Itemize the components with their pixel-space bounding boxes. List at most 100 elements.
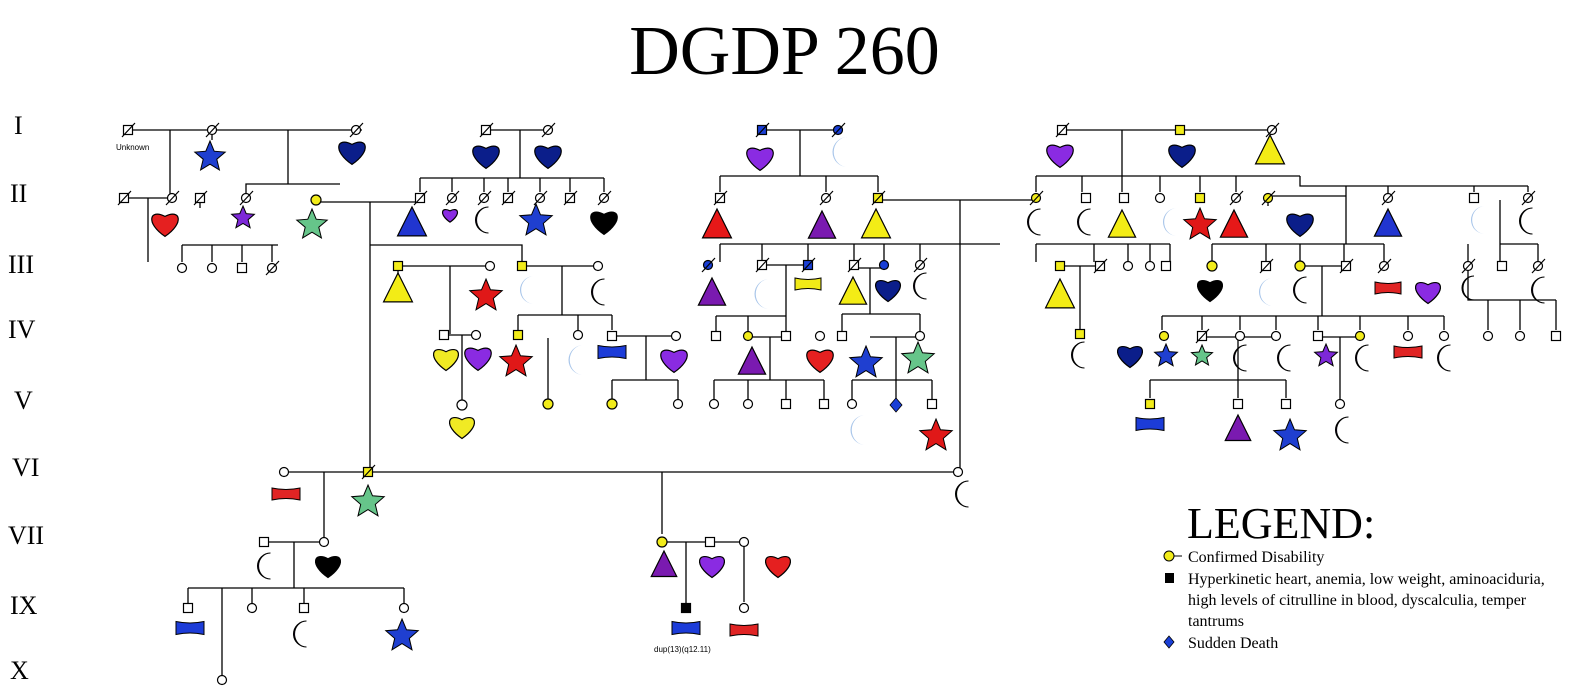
triangle-icon xyxy=(382,271,414,303)
triangle-icon xyxy=(1254,133,1286,165)
heart-icon xyxy=(441,209,459,223)
male-icon xyxy=(926,398,938,410)
male-icon xyxy=(1118,192,1130,204)
deceased-slash-icon xyxy=(1261,190,1276,206)
pill-icon xyxy=(175,620,205,636)
deceased-slash-icon xyxy=(165,190,180,206)
female-icon xyxy=(572,329,584,341)
moon-icon xyxy=(1335,416,1349,444)
moon-icon xyxy=(955,480,969,508)
female-icon xyxy=(1158,330,1170,342)
triangle-icon xyxy=(396,205,428,237)
generation-label-2: II xyxy=(10,179,28,208)
star-icon xyxy=(518,202,554,236)
female-icon xyxy=(216,674,228,686)
deceased-slash-icon xyxy=(193,190,208,206)
generation-label-10: X xyxy=(10,656,29,685)
deceased-slash-icon xyxy=(819,190,834,206)
female-icon xyxy=(1514,330,1526,342)
deceased-slash-icon xyxy=(445,190,460,206)
female-icon xyxy=(1234,330,1246,342)
deceased-slash-icon xyxy=(1339,258,1354,274)
heart-icon xyxy=(1046,144,1074,169)
deceased-slash-icon xyxy=(1229,190,1244,206)
male-icon xyxy=(780,330,792,342)
pill-icon xyxy=(671,620,701,636)
generation-label-1: I xyxy=(14,111,23,140)
star-icon xyxy=(1190,343,1214,366)
deceased-slash-icon xyxy=(533,190,548,206)
heart-icon xyxy=(1286,213,1314,238)
moon-icon xyxy=(520,276,534,304)
male-icon xyxy=(606,330,618,342)
deceased-slash-icon xyxy=(1531,258,1546,274)
moon-icon xyxy=(1293,276,1307,304)
legend-label: Confirmed Disability xyxy=(1188,549,1325,566)
generation-label-6: VI xyxy=(12,453,40,482)
star-icon xyxy=(295,207,329,239)
star-icon xyxy=(848,344,884,378)
moon-icon xyxy=(832,137,848,168)
legend-item-hyperkinetic-heart: Hyperkinetic heart, anemia, low weight, … xyxy=(1162,569,1568,632)
black-square-icon xyxy=(1165,573,1174,583)
generation-label-7: VII xyxy=(8,521,45,550)
unknown-note: Unknown xyxy=(116,143,150,152)
female-icon xyxy=(176,262,188,274)
female-icon xyxy=(1482,330,1494,342)
male-icon xyxy=(818,398,830,410)
male-icon xyxy=(1144,398,1156,410)
deceased-slash-icon xyxy=(913,257,928,273)
female-icon xyxy=(846,398,858,410)
moon-icon xyxy=(1259,278,1273,306)
heart-icon xyxy=(806,349,834,374)
female-icon xyxy=(470,329,482,341)
female-icon xyxy=(738,536,750,548)
moon-icon xyxy=(475,206,489,234)
heart-icon xyxy=(746,147,774,172)
moon-icon xyxy=(1531,276,1545,304)
deceased-slash-icon xyxy=(501,190,516,206)
deceased-slash-icon xyxy=(477,190,492,206)
deceased-slash-icon xyxy=(713,190,728,206)
female-icon xyxy=(1270,330,1282,342)
pill-icon xyxy=(794,277,822,291)
male-icon xyxy=(680,602,692,614)
moon-icon xyxy=(1027,208,1041,236)
deceased-slash-icon xyxy=(1055,122,1070,138)
female-icon xyxy=(542,398,554,410)
heart-icon xyxy=(1197,280,1223,303)
deceased-slash-icon xyxy=(801,257,816,273)
male-icon xyxy=(1468,192,1480,204)
moon-icon xyxy=(1233,344,1247,372)
deceased-slash-icon xyxy=(1521,190,1536,206)
deceased-slash-icon xyxy=(349,122,364,138)
deceased-slash-icon xyxy=(205,122,220,138)
deceased-slash-icon xyxy=(265,260,280,276)
triangle-icon xyxy=(650,549,678,578)
female-icon xyxy=(742,330,754,342)
heart-icon xyxy=(151,213,179,238)
moon-icon xyxy=(1461,275,1475,301)
deceased-slash-icon xyxy=(117,190,132,206)
male-icon xyxy=(1174,124,1186,136)
female-icon xyxy=(398,602,410,614)
generation-label-5: V xyxy=(14,386,33,415)
triangle-icon xyxy=(1373,207,1403,237)
star-icon xyxy=(384,617,420,651)
triangle-icon xyxy=(1107,208,1137,238)
male-icon xyxy=(1312,330,1324,342)
blue-diamond-icon xyxy=(1163,635,1175,649)
deceased-slash-icon xyxy=(1195,328,1210,344)
moon-icon xyxy=(1471,206,1485,234)
deceased-slash-icon xyxy=(239,190,254,206)
deceased-slash-icon xyxy=(1377,258,1392,274)
male-icon xyxy=(1054,260,1066,272)
deceased-slash-icon xyxy=(1259,258,1274,274)
deceased-slash-icon xyxy=(1461,258,1476,274)
moon-icon xyxy=(257,552,271,580)
diamond-icon xyxy=(889,397,903,413)
moon-icon xyxy=(1437,344,1451,372)
